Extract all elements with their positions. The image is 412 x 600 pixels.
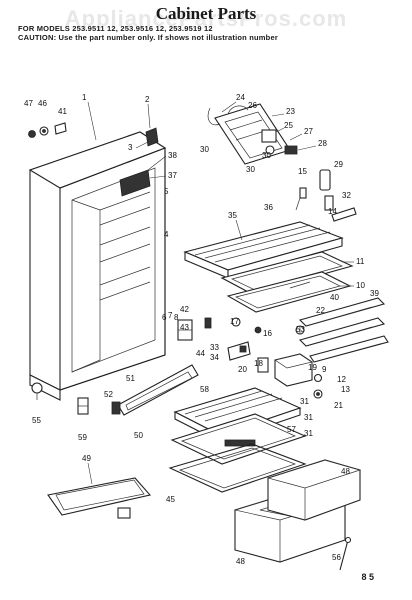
bottom-hardware-left — [31, 382, 89, 415]
callout-15: 15 — [298, 167, 307, 176]
callout-19: 19 — [308, 363, 317, 372]
callout-31c: 31 — [304, 429, 313, 438]
callout-46: 46 — [38, 99, 47, 108]
callout-49: 49 — [82, 454, 91, 463]
callout-1: 1 — [82, 93, 87, 102]
callout-21: 21 — [334, 401, 343, 410]
rod-56 — [339, 536, 352, 571]
callout-32: 32 — [342, 191, 351, 200]
callout-51: 51 — [126, 374, 135, 383]
callout-27: 27 — [304, 127, 313, 136]
callout-59: 59 — [78, 433, 87, 442]
callout-50: 50 — [134, 431, 143, 440]
crisper-lid-57 — [170, 413, 307, 465]
callout-48a: 48 — [341, 467, 350, 476]
callout-57: 57 — [287, 425, 296, 434]
drip-tray — [47, 477, 152, 519]
callout-53: 53 — [296, 325, 305, 334]
callout-40: 40 — [330, 293, 339, 302]
callout-30c: 30 — [262, 151, 271, 160]
crisper-frame — [168, 443, 307, 493]
ice-bin-parts — [257, 325, 323, 399]
callout-44: 44 — [196, 349, 205, 358]
callout-39: 39 — [370, 289, 379, 298]
callout-45: 45 — [166, 495, 175, 504]
callout-18: 18 — [254, 359, 263, 368]
callout-37: 37 — [168, 171, 177, 180]
page-number: 8 5 — [361, 572, 374, 582]
callout-2: 2 — [145, 95, 150, 104]
callout-55: 55 — [32, 416, 41, 425]
callout-22: 22 — [316, 306, 325, 315]
callout-42: 42 — [180, 305, 189, 314]
callout-48b: 48 — [236, 557, 245, 566]
control-housing — [207, 103, 357, 222]
callout-25: 25 — [284, 121, 293, 130]
callout-4: 4 — [164, 230, 169, 239]
crisper-drawer-48b — [266, 459, 362, 521]
callout-35: 35 — [228, 211, 237, 220]
model-header: FOR MODELS 253.9511 12, 253.9516 12, 253… — [18, 24, 213, 33]
callout-47: 47 — [24, 99, 33, 108]
callout-8: 8 — [174, 313, 179, 322]
callout-30b: 30 — [246, 165, 255, 174]
callout-13: 13 — [341, 385, 350, 394]
callout-31b: 31 — [304, 413, 313, 422]
callout-10: 10 — [356, 281, 365, 290]
callout-34: 34 — [210, 353, 219, 362]
small-fasteners-top-left — [28, 122, 67, 138]
callout-24: 24 — [236, 93, 245, 102]
callout-16: 16 — [263, 329, 272, 338]
shelf-11 — [220, 251, 354, 295]
callout-9: 9 — [322, 365, 327, 374]
cabinet-shell — [28, 127, 167, 401]
callout-43: 43 — [180, 323, 189, 332]
callout-41: 41 — [58, 107, 67, 116]
callout-38: 38 — [168, 151, 177, 160]
callout-29: 29 — [334, 160, 343, 169]
callout-23: 23 — [286, 107, 295, 116]
door-bar-50 — [111, 364, 199, 416]
callout-36: 36 — [264, 203, 273, 212]
caution-header: CAUTION: Use the part number only. If sh… — [18, 33, 278, 42]
callout-31a: 31 — [300, 397, 309, 406]
callout-11: 11 — [356, 257, 365, 266]
page-title: Cabinet Parts — [155, 4, 257, 23]
callout-20: 20 — [238, 365, 247, 374]
callout-58: 58 — [200, 385, 209, 394]
shelf-rails — [298, 297, 389, 363]
callout-56: 56 — [332, 553, 341, 562]
callout-7: 7 — [168, 311, 173, 320]
callout-12: 12 — [337, 375, 346, 384]
callout-52: 52 — [104, 390, 113, 399]
shelf-brackets — [177, 317, 262, 361]
callout-6: 6 — [162, 313, 167, 322]
callout-17: 17 — [230, 317, 239, 326]
callout-33: 33 — [210, 343, 219, 352]
callout-26: 26 — [248, 101, 257, 110]
callout-28: 28 — [318, 139, 327, 148]
callout-14: 14 — [328, 207, 337, 216]
callout-5: 5 — [164, 187, 169, 196]
callout-3: 3 — [128, 143, 133, 152]
callout-30a: 30 — [200, 145, 209, 154]
callout-labels: 1 2 3 4 5 6 7 8 9 10 11 12 13 14 15 16 1… — [24, 93, 379, 566]
